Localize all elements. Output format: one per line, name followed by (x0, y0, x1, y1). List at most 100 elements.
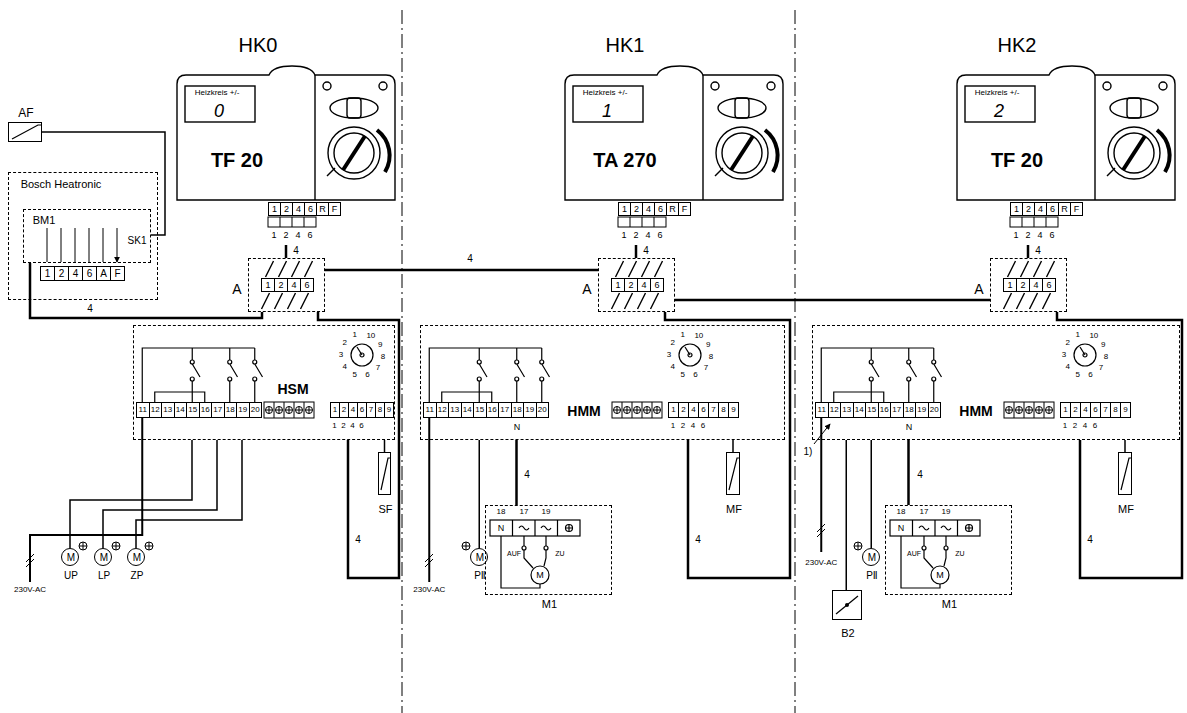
plug-pin: 1 (1010, 229, 1022, 241)
terminal-number: 19 (523, 402, 537, 418)
wire-count: 4 (466, 254, 474, 264)
plug-pin: 1 (668, 420, 678, 431)
plug-pin: 4 (642, 229, 654, 241)
pump-motor: MZP (127, 548, 145, 566)
earth-terminals (612, 402, 662, 418)
outdoor-sensor: AF (8, 122, 42, 142)
terminal-number: 9 (728, 402, 739, 418)
thermostat-symbol (845, 603, 849, 607)
controller-housing (957, 66, 1175, 200)
switch-position: 5 (680, 371, 686, 379)
actuator-terminal: ZU (954, 550, 965, 557)
switch-position: 4 (1065, 363, 1071, 371)
relay-contacts (142, 348, 262, 402)
cable-marks (425, 554, 433, 567)
plug-pin: 6 (1090, 420, 1100, 431)
node-text: BM1 (33, 215, 56, 226)
switch-position: 10 (365, 332, 376, 340)
actuator-wiring (890, 520, 980, 588)
actuator-terminal: 17 (919, 508, 930, 516)
plug (268, 217, 316, 227)
terminal-number: 6 (1042, 278, 1056, 292)
plug-pin: 1 (268, 229, 280, 241)
thermostat-symbol (836, 596, 858, 614)
earth-symbol (145, 542, 153, 550)
switch-position: 9 (1100, 341, 1106, 349)
wire-connection (665, 312, 790, 578)
plug-pin: 6 (304, 229, 316, 241)
terminal-number: 6 (82, 266, 97, 281)
wire-connection (136, 440, 242, 548)
terminal-number: 20 (928, 402, 942, 418)
terminal-number: 6 (300, 278, 314, 292)
terminal-number: 1 (611, 278, 625, 292)
signal-name: N (905, 423, 914, 432)
rotary-switch (351, 344, 373, 366)
node-subtext: TA 270 (593, 150, 656, 170)
plug-arrows (47, 228, 117, 262)
wire-connection (479, 440, 481, 548)
plug-pin: 2 (1022, 229, 1034, 241)
pump-motor: MUP (61, 548, 79, 566)
earth-symbol (112, 542, 120, 550)
wire-count: 4 (292, 246, 300, 256)
switch-position: 7 (375, 364, 381, 372)
node-text: Bosch Heatronic (21, 179, 102, 190)
terminal-number: 20 (536, 402, 550, 418)
plug (618, 217, 666, 227)
switch-position: 7 (703, 364, 709, 372)
terminal-number: 13 (448, 402, 462, 418)
footnote-pointer (814, 424, 830, 444)
temperature-sensor: MF (726, 452, 740, 495)
supply-label: 230V-AC (804, 559, 838, 567)
plug-pin: 2 (280, 229, 292, 241)
wire-connection (635, 245, 638, 258)
terminal-number: F (328, 202, 341, 216)
terminal-number: 2 (274, 278, 288, 292)
terminal-number: 1 (40, 266, 55, 281)
node-subtext: TF 20 (211, 150, 263, 170)
switch-position: 9 (377, 341, 383, 349)
thermistor-symbol (12, 125, 41, 139)
actuator-terminal: 18 (896, 508, 907, 516)
actuator-terminal: M (935, 571, 945, 580)
actuator-terminal: N (497, 524, 506, 533)
actuator-terminal: AUF (506, 550, 522, 557)
switch-position: 6 (1087, 371, 1093, 379)
node-text: B2 (841, 628, 854, 639)
wire-count: 4 (1086, 535, 1094, 545)
wire-connection (907, 440, 910, 505)
node-text: M (476, 553, 484, 563)
wire-connection (285, 245, 288, 258)
terminal-number: 12 (828, 402, 842, 418)
terminal-number: 14 (853, 402, 867, 418)
switch-position: 2 (1065, 339, 1071, 347)
wire-count: 4 (86, 304, 94, 314)
node-subtext: TF 20 (991, 150, 1043, 170)
node-text: MF (1118, 504, 1134, 515)
terminal-number: 4 (68, 266, 83, 281)
terminal-number: F (1070, 202, 1083, 216)
earth-terminals (264, 402, 314, 418)
terminal-number: 19 (915, 402, 929, 418)
wire-connection (1057, 312, 1182, 578)
node-subtext: 1 (602, 102, 612, 120)
plug-pin: 2 (339, 420, 348, 431)
thermistor-symbol (729, 458, 740, 490)
connector-name: SK1 (127, 236, 148, 246)
wire-count: 4 (642, 246, 650, 256)
node-text: HMM (567, 404, 600, 418)
terminal-number: 2 (54, 266, 69, 281)
actuator-terminal: 18 (496, 508, 507, 516)
terminal-number: F (110, 266, 125, 281)
switch-position: 5 (1075, 371, 1081, 379)
node-text: M (133, 553, 141, 563)
terminal-number: F (678, 202, 691, 216)
wire-connection (1124, 440, 1126, 452)
node-text: Heizkreis +/- (195, 89, 240, 97)
switch-position: 8 (1103, 353, 1109, 361)
terminal-number: 9 (1120, 402, 1131, 418)
node-text: A (232, 282, 241, 296)
